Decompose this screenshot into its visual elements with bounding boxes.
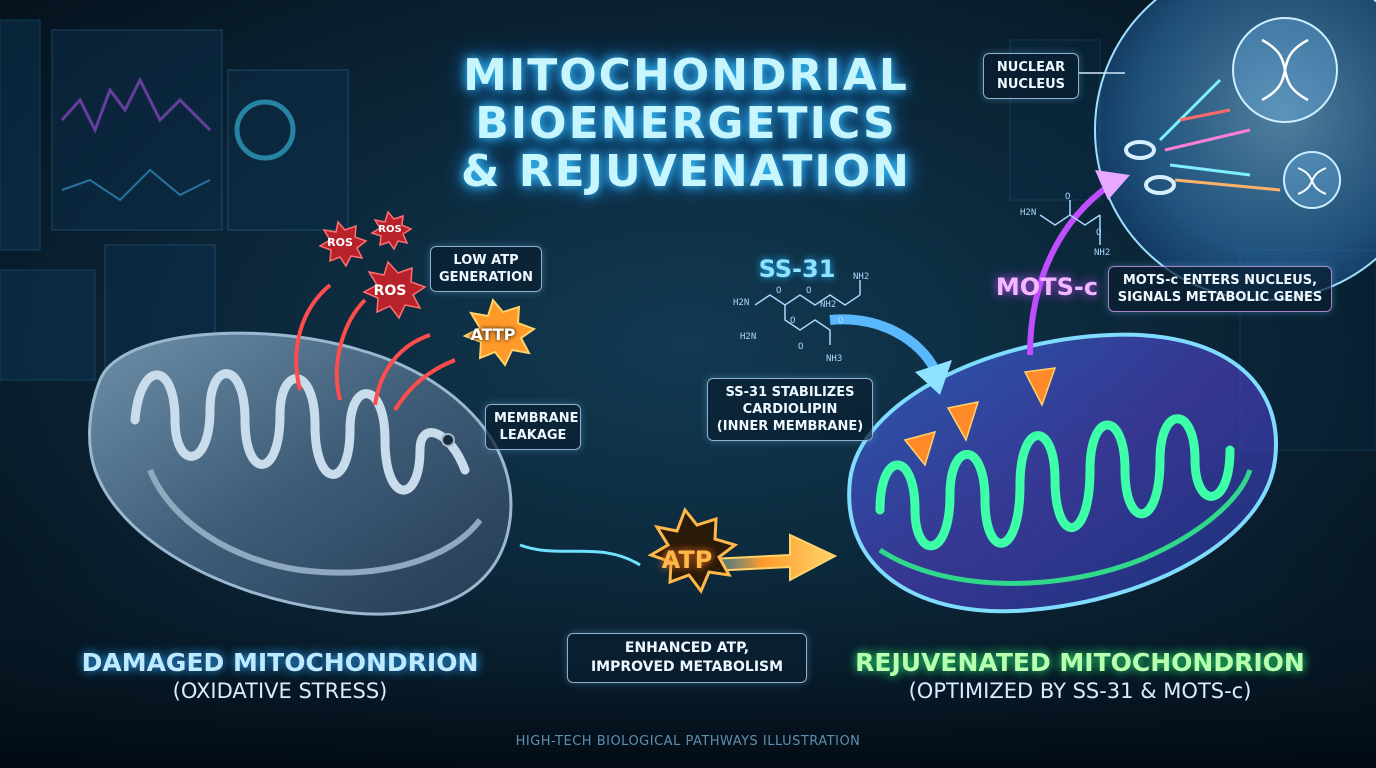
motsc-atom-4: NH2 [1094,248,1111,258]
nucleus-line-1: NUCLEAR [996,60,1066,75]
damaged-mitochondrion-subtitle: (OXIDATIVE STRESS) [172,679,388,703]
ss31-atom-3: H2N [740,332,757,342]
ros-label-3: ROS [373,283,407,299]
rejuvenated-outer-membrane [847,332,1278,614]
ss31-label: SS-31 [758,255,836,283]
membrane-leakage-box: MEMBRANE LEAKAGE [485,404,581,450]
footer-caption: HIGH-TECH BIOLOGICAL PATHWAYS ILLUSTRATI… [515,734,861,749]
ss31-molecule-structure [754,280,861,345]
motsc-label: MOTS-c [995,273,1099,301]
main-title: MITOCHONDRIAL BIOENERGETICS & REJUVENATI… [380,52,992,196]
rejuvenated-cristae [875,414,1235,551]
attp-label: ATTP [470,325,516,344]
motsc-box-line-1: MOTS-c ENTERS NUCLEUS, [1122,273,1318,288]
motsc-atom-2: O [1065,192,1071,202]
ss31-atom-1: NH2 [853,272,870,282]
low-atp-generation-box: LOW ATP GENERATION [430,246,542,292]
ss31-stabilizes-box: SS-31 STABILIZES CARDIOLIPIN (INNER MEMB… [707,378,873,441]
ss31-atom-8: O [838,316,844,326]
ros-burst-1 [318,220,368,268]
atp-burst [647,507,739,594]
membrane-line-2: LEAKAGE [499,428,567,443]
low-atp-line-2: GENERATION [439,270,534,285]
ss31-box-line-2: CARDIOLIPIN [742,402,838,417]
dna-helix-icon [1261,38,1309,102]
energy-beam [519,543,641,567]
rejuvenated-mitochondrion-title: REJUVENATED MITOCHONDRION [855,648,1305,677]
title-line-1: MITOCHONDRIAL [463,50,909,101]
ss31-atom-4: O [776,286,782,296]
membrane-leak-icon [441,433,455,447]
ros-burst-2 [370,210,413,251]
dna-helix-small-icon [1297,167,1327,195]
enhanced-line-2: IMPROVED METABOLISM [590,659,784,675]
motsc-molecule-structure [1039,200,1101,245]
enhanced-atp-box: ENHANCED ATP, IMPROVED METABOLISM [567,633,807,683]
ros-label-1: ROS [327,236,353,249]
title-line-2: BIOENERGETICS [475,98,897,149]
damaged-outer-membrane [88,331,513,616]
ss31-atom-5: O [806,286,812,296]
ss31-box-line-1: SS-31 STABILIZES [725,385,855,400]
motsc-box-line-2: SIGNALS METABOLIC GENES [1117,290,1323,305]
nuclear-pore-icons [1124,140,1176,195]
enhanced-line-1: ENHANCED ATP, [624,640,750,656]
rejuvenated-mitochondrion-subtitle: (OPTIMIZED BY SS-31 & MOTS-c) [908,679,1252,703]
motsc-atom-1: H2N [1020,208,1037,218]
motsc-atom-3: O [1096,228,1102,238]
ros-label-2: ROS [378,224,402,235]
signal-arrows [1158,78,1281,192]
title-line-3: & REJUVENATION [461,146,911,197]
ss31-atom-2: H2N [733,298,750,308]
motsc-arrow [1027,182,1112,356]
attp-burst [462,297,537,367]
ros-arrows [294,283,456,412]
ros-burst-3 [362,260,427,320]
nuclear-nucleus-box: NUCLEAR NUCLEUS [983,53,1079,99]
atp-center-label: ATP [661,546,713,574]
low-atp-line-1: LOW ATP [453,253,519,268]
ss31-atom-6: NH2 [820,300,837,310]
damaged-mitochondrion-title: DAMAGED MITOCHONDRION [81,648,479,677]
ss31-atom-9: O [798,342,804,352]
ss31-atom-10: NH3 [826,354,843,364]
damaged-cristae [130,369,470,495]
ss31-arrow [829,314,940,373]
motsc-enters-nucleus-box: MOTS-c ENTERS NUCLEUS, SIGNALS METABOLIC… [1108,266,1332,312]
ss31-cone-icons [903,367,1057,467]
nucleus-line-2: NUCLEUS [996,77,1066,92]
ss31-box-line-3: (INNER MEMBRANE) [716,419,864,434]
membrane-line-1: MEMBRANE [494,411,579,426]
ss31-atom-7: O [790,316,796,326]
